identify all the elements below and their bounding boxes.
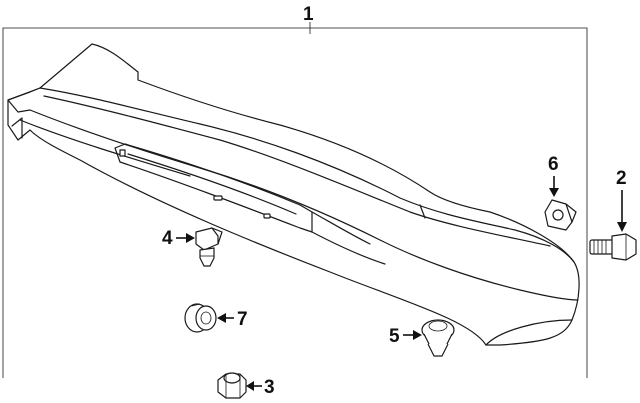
spoiler-part (7, 43, 580, 346)
callout-label: 4 (162, 228, 173, 249)
callout-label: 5 (389, 326, 400, 347)
callout-label: 2 (616, 168, 627, 189)
rivet-clip-part (421, 319, 455, 357)
callout-6: 6 (548, 154, 559, 197)
callout-label: 6 (548, 154, 559, 175)
arrow-icon (186, 233, 195, 243)
callout-2: 2 (616, 168, 627, 232)
callout-7: 7 (217, 309, 248, 330)
arrow-icon (246, 381, 254, 391)
callout-4: 4 (162, 228, 195, 249)
callout-label: 1 (303, 4, 314, 25)
grommet-part (184, 303, 217, 333)
bolt-part (589, 233, 637, 261)
arrow-icon (617, 222, 627, 232)
assembly-bracket (2, 22, 588, 378)
clip-nut-part (544, 199, 577, 231)
arrow-icon (217, 313, 226, 323)
callout-5: 5 (389, 326, 422, 347)
callout-1: 1 (303, 4, 314, 25)
arrow-icon (413, 330, 422, 340)
push-clip-part (195, 227, 223, 267)
callout-label: 3 (264, 377, 275, 398)
callout-3: 3 (246, 377, 275, 398)
nut-part (217, 372, 247, 399)
arrow-icon (549, 188, 559, 197)
callout-label: 7 (237, 309, 248, 330)
